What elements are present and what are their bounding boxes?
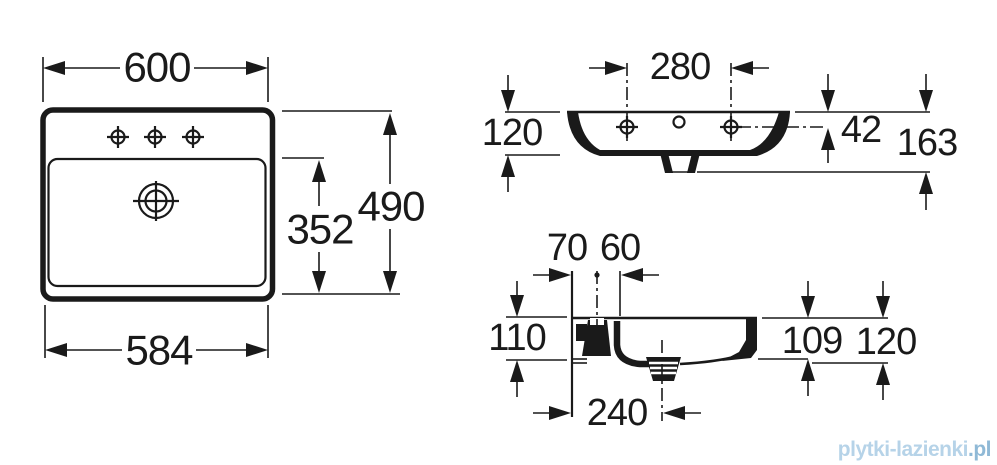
dim-label-584: 584 (125, 327, 193, 374)
dim-label-120-front: 120 (482, 112, 542, 154)
dim-top-bottom-width: 584 (44, 305, 269, 374)
dim-label-240: 240 (587, 392, 647, 434)
basin-section (572, 316, 757, 381)
drain-symbol (133, 181, 179, 221)
center-lines (626, 63, 823, 141)
dim-front-tap-drop: 42 (795, 74, 930, 163)
watermark: plytki-lazienki.pl (837, 438, 992, 462)
dim-label-120-side: 120 (856, 321, 916, 363)
overflow-hole (672, 115, 686, 129)
dim-side-wall-to-tap: 70 (533, 227, 588, 282)
basin-outline (40, 107, 276, 302)
dim-side-drain-offset: 240 (533, 392, 701, 434)
basin-profile (567, 110, 790, 173)
side-view: 70 60 110 109 120 (488, 227, 917, 434)
dim-front-total-height: 163 (697, 74, 958, 210)
dim-top-width: 600 (42, 44, 269, 102)
dim-top-inner-depth: 352 (282, 157, 355, 293)
dim-label-42: 42 (841, 109, 881, 151)
dim-label-280: 280 (650, 46, 710, 88)
dim-side-tap-to-front: 60 (600, 227, 659, 316)
dim-label-600: 600 (123, 44, 190, 91)
front-view: 280 120 42 163 (482, 46, 958, 210)
dim-label-352: 352 (286, 206, 353, 253)
dim-label-60: 60 (600, 227, 640, 269)
dim-label-490: 490 (357, 183, 424, 230)
dim-front-tap-spacing: 280 (589, 46, 769, 88)
dim-label-163: 163 (897, 122, 957, 164)
dim-side-rim-height: 110 (488, 281, 567, 397)
dim-front-rim-height: 120 (482, 75, 560, 192)
dim-top-total-depth: 490 (282, 110, 426, 295)
dim-label-110: 110 (488, 317, 546, 359)
dim-label-109: 109 (782, 320, 842, 362)
dim-side-edge-height: 120 (812, 281, 917, 400)
watermark-tld: .pl (968, 438, 992, 461)
top-view: 600 584 490 352 (40, 44, 426, 374)
dim-side-inner-height: 109 (758, 281, 888, 396)
tap-hole-symbols (107, 126, 204, 148)
dim-label-70: 70 (547, 227, 587, 269)
side-center-lines (594, 271, 663, 421)
watermark-site-name: plytki-lazienki (837, 438, 969, 461)
